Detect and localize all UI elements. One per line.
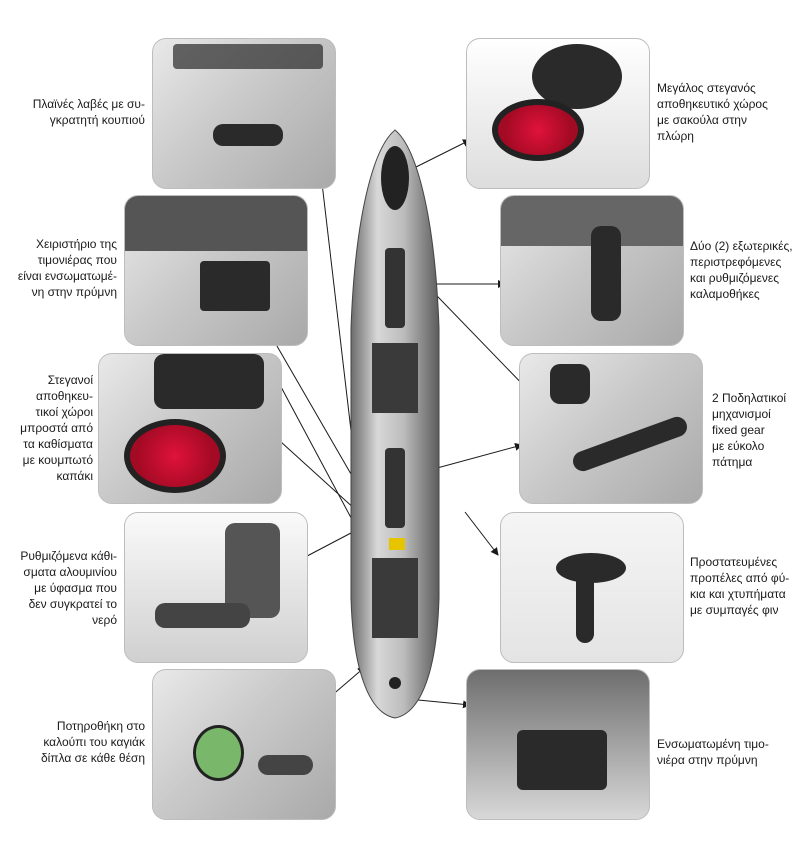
- pedal-drive-front: [385, 248, 405, 328]
- logo-plate: [389, 538, 405, 550]
- feature-label-side-handles: Πλαϊνές λαβές με συ- γκρατητή κουπιού: [32, 97, 145, 127]
- feature-label-front-hatches: Στεγανοί αποθηκευ- τικοί χώροι μπροστά α…: [20, 373, 93, 483]
- photo-pedal-drive: [519, 353, 703, 504]
- feature-label-seats: Ρυθμιζόμενα κάθι- σματα αλουμινίου με ύφ…: [20, 549, 117, 627]
- pedal-drive-rear: [385, 448, 405, 528]
- feature-label-propellers: Προστατευμένες προπέλες από φύ- κια και …: [690, 555, 790, 617]
- photo-cup-holder: [152, 669, 336, 820]
- feature-label-pedal-drives: 2 Ποδηλατικοί μηχανισμοί fixed gear με ε…: [712, 391, 787, 469]
- photo-rod-holders: [500, 195, 684, 346]
- photo-propeller: [500, 512, 684, 663]
- seat-rear: [372, 558, 418, 638]
- photo-bow-hatch: [466, 38, 650, 189]
- callout-line: [417, 699, 471, 709]
- photo-front-hatch: [98, 353, 282, 504]
- feature-label-rudder-control: Χειριστήριο της τιμονιέρας που είναι ενσ…: [17, 237, 117, 299]
- feature-label-rod-holders: Δύο (2) εξωτερικές, περιστρεφόμενες και …: [690, 239, 793, 301]
- photo-rudder-control: [124, 195, 308, 346]
- photo-rudder: [466, 669, 650, 820]
- feature-label-bow-hatch: Μεγάλος στεγανός αποθηκευτικό χώρος με σ…: [657, 81, 768, 143]
- photo-side-handles: [152, 38, 336, 189]
- callout-line: [409, 139, 471, 171]
- feature-label-cup-holder: Ποτηροθήκη στο καλούπι του καγιάκ δίπλα …: [40, 719, 145, 765]
- bow-hatch: [381, 146, 409, 210]
- seat-front: [372, 343, 418, 413]
- kayak-top-view: [350, 129, 440, 719]
- sck-logo: [258, 755, 313, 775]
- feature-label-rudder: Ενσωματωμένη τιμο- νιέρα στην πρύμνη: [657, 737, 769, 767]
- callout-line: [464, 511, 499, 556]
- photo-seat: [124, 512, 308, 663]
